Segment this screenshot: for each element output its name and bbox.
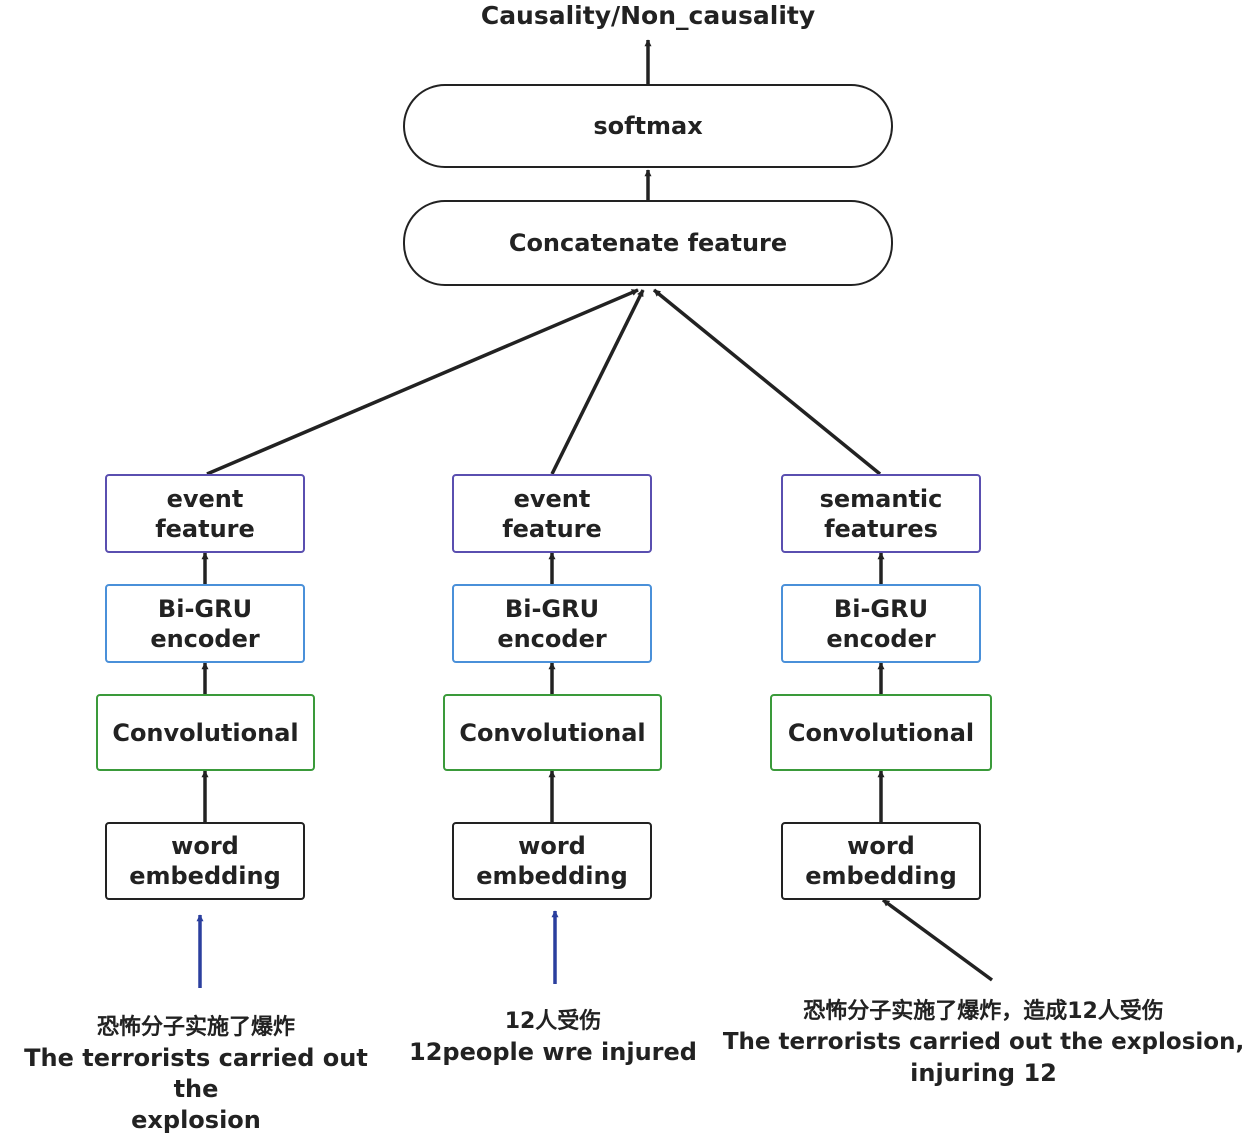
branch3-feature-line1: semantic xyxy=(819,484,943,513)
arrow-branch2-to-concat xyxy=(550,289,645,475)
branch2-input-cn: 12人受伤 xyxy=(504,1009,602,1034)
branch2-feature-line2: feature xyxy=(502,514,602,543)
softmax-node: softmax xyxy=(403,84,893,168)
branch2-input-text: 12人受伤 12people wre injured xyxy=(395,1006,711,1068)
branch1-embed-line1: word xyxy=(171,832,239,860)
arrow-branch1-to-concat xyxy=(206,288,639,476)
branch2-convolutional-node: Convolutional xyxy=(443,694,662,771)
branch3-convolutional-node: Convolutional xyxy=(770,694,992,771)
branch1-input-text: 恐怖分子实施了爆炸 The terrorists carried out the… xyxy=(0,1012,392,1136)
connector-layer xyxy=(196,39,994,988)
branch1-conv-label: Convolutional xyxy=(112,718,299,747)
branch2-encoder-line1: Bi-GRU xyxy=(504,594,600,623)
branch1-encoder-line2: encoder xyxy=(150,624,260,653)
branch2-input-en-line1: 12people wre injured xyxy=(409,1038,697,1066)
branch2-feature-line1: event xyxy=(513,484,591,513)
branch2-conv-label: Convolutional xyxy=(459,718,646,747)
branch2-embed-line2: embedding xyxy=(476,862,628,890)
branch1-feature-line2: feature xyxy=(155,514,255,543)
branch3-embed-line2: embedding xyxy=(805,862,957,890)
branch2-embed-line1: word xyxy=(518,832,586,860)
branch2-encoder-line2: encoder xyxy=(497,624,607,653)
branch3-encoder-line1: Bi-GRU xyxy=(833,594,929,623)
concatenate-label: Concatenate feature xyxy=(508,229,788,257)
branch3-conv-label: Convolutional xyxy=(787,718,975,747)
branch3-input-en-line2: injuring 12 xyxy=(910,1059,1057,1087)
branch3-encoder-line2: encoder xyxy=(826,624,936,653)
concatenate-node: Concatenate feature xyxy=(403,200,893,286)
branch3-embed-line1: word xyxy=(847,832,915,860)
branch1-input-cn: 恐怖分子实施了爆炸 xyxy=(96,1015,295,1040)
branch1-encoder-line1: Bi-GRU xyxy=(157,594,253,623)
branch1-feature-line1: event xyxy=(166,484,244,513)
branch1-embed-line2: embedding xyxy=(129,862,281,890)
branch3-input-en-line1: The terrorists carried out the explosion… xyxy=(722,1029,1245,1055)
branch3-feature-line2: features xyxy=(824,514,938,543)
softmax-label: softmax xyxy=(593,112,703,140)
branch1-input-en-line1: The terrorists carried out the xyxy=(24,1044,368,1103)
arrow-b3-input-to-embed xyxy=(881,898,994,982)
causality-model-diagram: Causality/Non_causality softmax Concaten… xyxy=(24,1,1245,1134)
arrow-branch3-to-concat xyxy=(652,288,882,476)
branch3-input-text: 恐怖分子实施了爆炸，造成12人受伤 The terrorists carried… xyxy=(722,996,1245,1089)
branch3-input-cn: 恐怖分子实施了爆炸，造成12人受伤 xyxy=(803,999,1164,1024)
output-label: Causality/Non_causality xyxy=(480,1,816,30)
branch1-convolutional-node: Convolutional xyxy=(96,694,315,771)
